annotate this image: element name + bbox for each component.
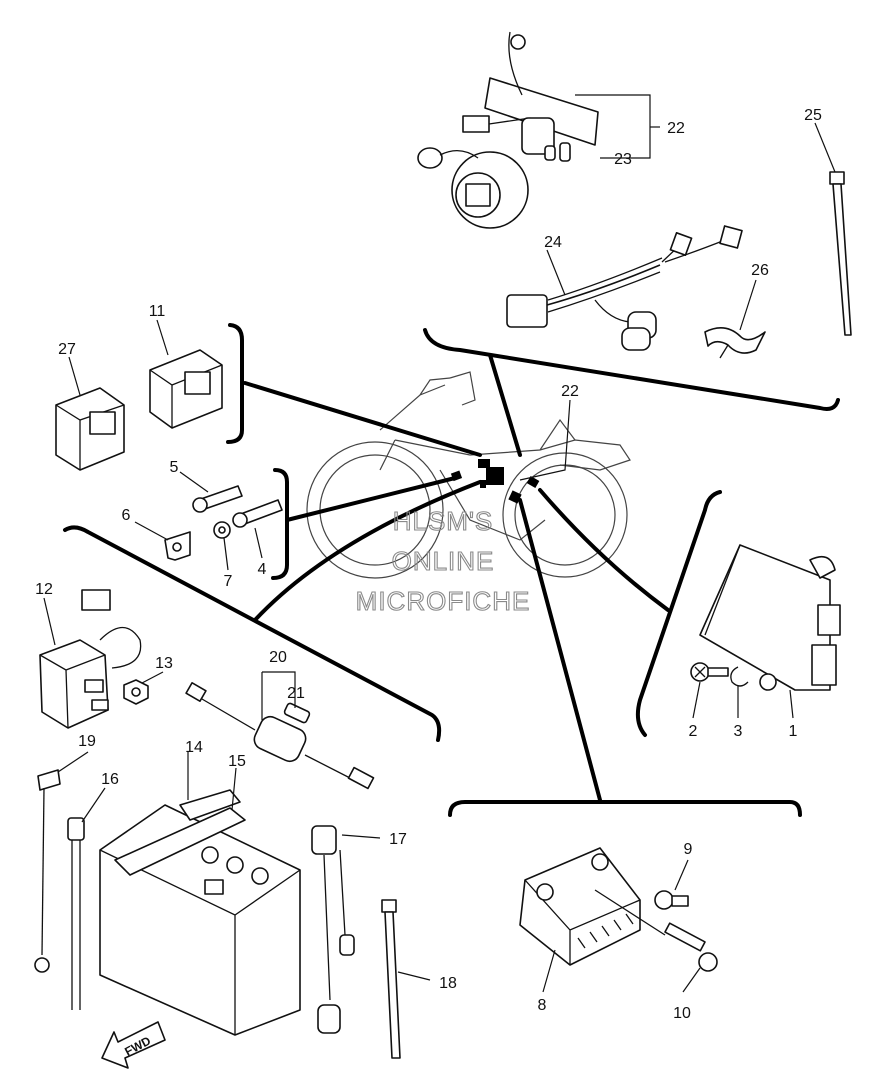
callout-20: 20	[269, 649, 287, 666]
fuse-21	[283, 702, 311, 724]
handlebar-switch-22	[417, 31, 599, 229]
watermark-line-3: MICROFICHE	[356, 586, 531, 616]
callout-2: 2	[689, 723, 698, 740]
callout-1: 1	[789, 723, 798, 740]
relay-27	[55, 387, 125, 471]
callout-4: 4	[258, 561, 267, 578]
washer-7	[213, 521, 231, 539]
bracket-6	[164, 531, 191, 561]
washer-3	[730, 666, 749, 687]
callout-13: 13	[155, 655, 173, 672]
watermark: HLSM'S ONLINE MICROFICHE	[355, 505, 531, 616]
fuse-4	[232, 499, 283, 528]
callout-23: 23	[614, 151, 632, 168]
bolt-10	[594, 889, 718, 972]
relay-11	[149, 349, 223, 429]
callout-22-center: 22	[561, 383, 579, 400]
clamp-26	[704, 327, 766, 359]
callout-10: 10	[673, 1005, 691, 1022]
fuse-holder-20	[185, 682, 375, 790]
callout-18: 18	[439, 975, 457, 992]
callout-14: 14	[185, 739, 203, 756]
watermark-line-2: ONLINE	[392, 546, 495, 576]
starter-relay-12	[39, 589, 142, 729]
watermark-line-1: HLSM'S	[393, 506, 494, 536]
battery-band-15	[114, 789, 246, 876]
harness-connectors-hub	[450, 459, 540, 504]
callout-25: 25	[804, 107, 822, 124]
callout-6: 6	[122, 507, 131, 524]
callout-11: 11	[149, 303, 166, 320]
callout-8: 8	[538, 997, 547, 1014]
igniter-unit-1	[699, 544, 841, 691]
sub-harness-24	[506, 225, 743, 351]
ground-lead-19	[34, 769, 61, 973]
callout-24: 24	[544, 234, 562, 251]
cable-tie-18	[381, 899, 401, 1059]
nut-13	[123, 679, 149, 705]
callout-27: 27	[58, 341, 76, 358]
callout-3: 3	[734, 723, 743, 740]
callout-5: 5	[170, 459, 179, 476]
callout-19: 19	[78, 733, 96, 750]
cable-tie-25	[829, 171, 852, 336]
bolt-2	[690, 662, 729, 682]
callout-7: 7	[224, 573, 233, 590]
callout-labels: 1 2 3 4 5 6 7 8 9 10 11 12 13 14 15 16 1…	[35, 107, 822, 1022]
rectifier-8	[519, 847, 641, 966]
leader-lines	[43, 94, 836, 993]
group-brackets	[63, 323, 840, 817]
negative-lead-16	[67, 817, 85, 1010]
callout-26: 26	[751, 262, 769, 279]
callout-17: 17	[389, 831, 407, 848]
callout-15: 15	[228, 753, 246, 770]
callout-12: 12	[35, 581, 53, 598]
callout-9: 9	[684, 841, 693, 858]
callout-21: 21	[287, 685, 305, 702]
callout-22-top: 22	[667, 120, 685, 137]
forward-direction-arrow: FWD	[101, 1021, 166, 1069]
bulb-23	[544, 142, 571, 162]
callout-16: 16	[101, 771, 119, 788]
fuse-5	[192, 485, 243, 513]
bolt-9	[654, 890, 689, 910]
starter-lead-17	[311, 825, 355, 1034]
